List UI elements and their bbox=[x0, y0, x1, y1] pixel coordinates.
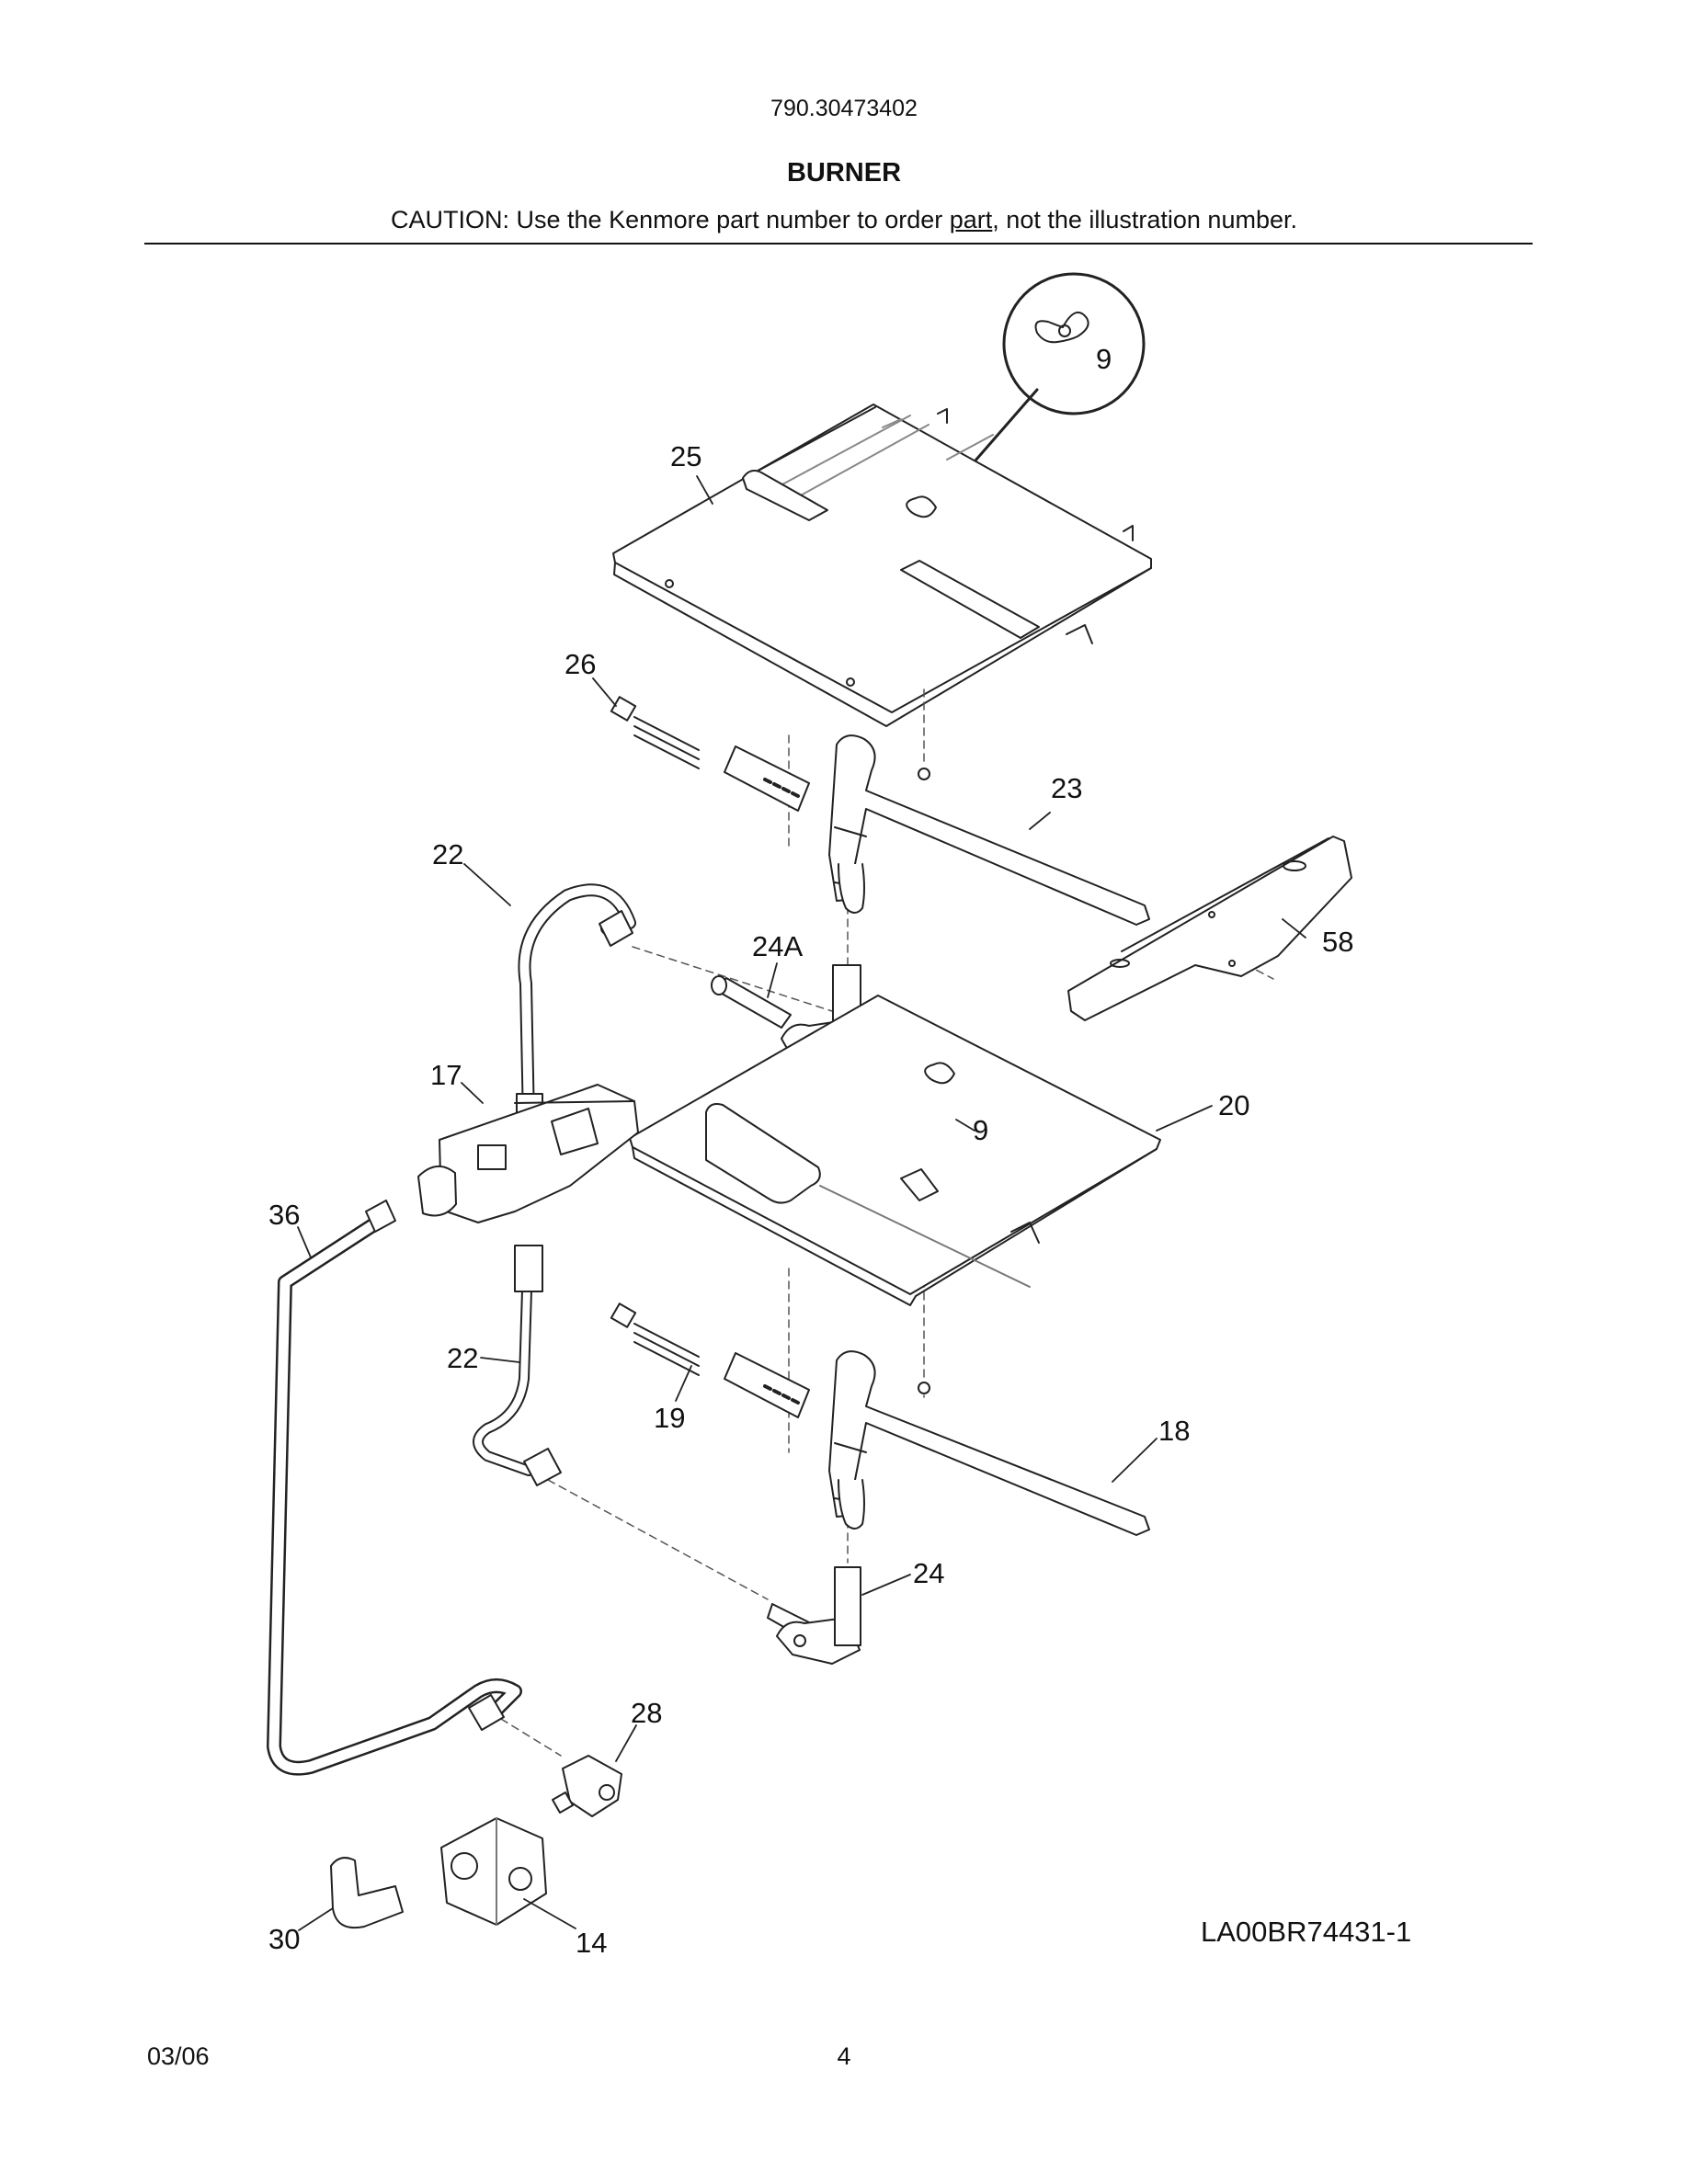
burner-baffle-bottom-part bbox=[629, 995, 1161, 1306]
page-title: BURNER bbox=[786, 158, 902, 188]
caution-text-underlined: part bbox=[949, 206, 993, 233]
elbow-fitting-part bbox=[330, 1857, 404, 1928]
header-divider bbox=[144, 243, 1533, 245]
callout-30: 30 bbox=[268, 1923, 300, 1955]
callout-22-lower: 22 bbox=[447, 1342, 478, 1374]
callout-17: 17 bbox=[430, 1059, 462, 1091]
caution-text-suffix: , not the illustration number. bbox=[992, 206, 1297, 233]
fitting-part bbox=[552, 1755, 622, 1817]
callout-58: 58 bbox=[1322, 926, 1353, 958]
tube-lower-part bbox=[473, 1245, 562, 1486]
caution-note: CAUTION: Use the Kenmore part number to … bbox=[0, 206, 1688, 234]
callout-22-upper: 22 bbox=[432, 838, 463, 870]
long-tube-part bbox=[267, 1200, 522, 1776]
callout-9-detail: 9 bbox=[1096, 343, 1112, 375]
callout-24a: 24A bbox=[752, 930, 803, 962]
callout-9-baffle: 9 bbox=[973, 1114, 988, 1146]
caution-text-prefix: CAUTION: Use the Kenmore part number to … bbox=[391, 206, 950, 233]
callout-26: 26 bbox=[565, 648, 596, 680]
wing-nut-detail-icon bbox=[1034, 311, 1089, 344]
callout-36: 36 bbox=[268, 1199, 300, 1231]
bracket-part bbox=[1067, 836, 1352, 1021]
page-number: 4 bbox=[837, 2042, 851, 2070]
wing-nut-icon bbox=[924, 1062, 955, 1085]
callout-18: 18 bbox=[1158, 1415, 1190, 1447]
igniter-lower-part bbox=[610, 1302, 810, 1418]
lower-burner-tube-part bbox=[828, 1350, 1150, 1536]
callout-28: 28 bbox=[631, 1697, 662, 1729]
valve-regulator-part bbox=[417, 1084, 639, 1223]
callout-24: 24 bbox=[913, 1557, 944, 1589]
model-number: 790.30473402 bbox=[770, 96, 918, 121]
wing-nut-icon bbox=[906, 495, 937, 518]
callout-25: 25 bbox=[670, 440, 701, 472]
upper-burner-tube-part bbox=[828, 734, 1150, 926]
orifice-fitting-lower-part bbox=[767, 1566, 861, 1665]
callout-leader-lines bbox=[297, 475, 1306, 1931]
callout-23: 23 bbox=[1051, 772, 1082, 804]
callout-19: 19 bbox=[654, 1402, 685, 1434]
igniter-upper-part bbox=[610, 696, 810, 812]
detail-circle bbox=[1002, 272, 1146, 415]
pressure-regulator-part bbox=[440, 1817, 547, 1926]
callout-20: 20 bbox=[1218, 1089, 1249, 1121]
burner-baffle-top-part bbox=[612, 404, 1152, 727]
drawing-code: LA00BR74431-1 bbox=[1201, 1916, 1412, 1948]
callout-14: 14 bbox=[576, 1927, 607, 1959]
footer-date: 03/06 bbox=[147, 2042, 210, 2070]
